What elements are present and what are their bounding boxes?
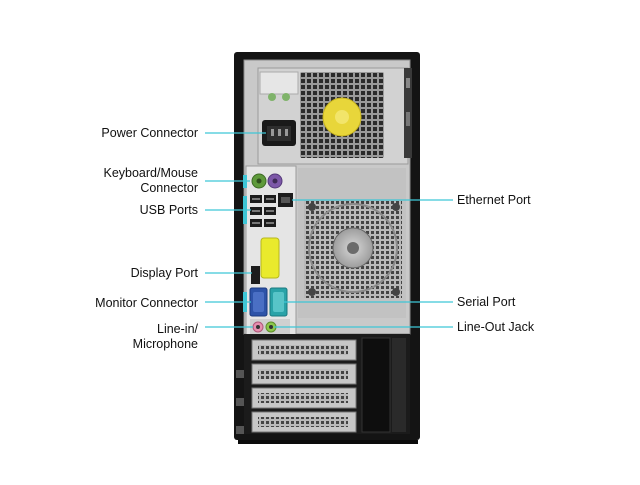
label-usb-ports: USB Ports	[139, 203, 198, 217]
label-monitor-connector: Monitor Connector	[95, 296, 198, 310]
label-ethernet-port: Ethernet Port	[457, 193, 531, 207]
label-line-in-microphone: Line-in/ Microphone	[132, 322, 198, 351]
label-serial-port: Serial Port	[457, 295, 516, 309]
label-power-connector: Power Connector	[101, 126, 198, 140]
yellow-sticker	[260, 237, 280, 279]
label-keyboard-mouse-connector: Keyboard/Mouse Connector	[103, 166, 198, 195]
rear-fan	[298, 168, 406, 318]
usb-port-stack	[250, 195, 276, 227]
slot-latch	[361, 337, 391, 433]
displayport-socket	[251, 266, 260, 284]
label-line-out-jack: Line-Out Jack	[457, 320, 535, 334]
io-backplate	[245, 165, 297, 341]
power-connector-socket	[262, 120, 296, 146]
expansion-slot-covers	[251, 339, 357, 433]
label-display-port: Display Port	[130, 266, 198, 280]
power-supply-unit	[257, 67, 409, 165]
callout-lines	[205, 132, 453, 328]
